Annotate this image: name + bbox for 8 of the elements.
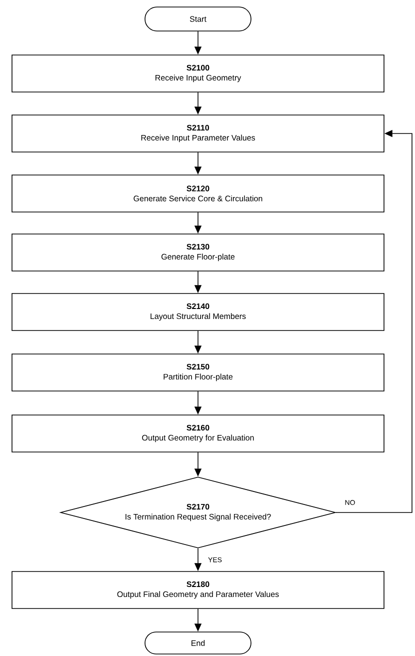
process-box: S2160 Output Geometry for Evaluation (12, 414, 384, 452)
process-box: S2130 Generate Floor-plate (12, 234, 384, 272)
process-box: S2110 Receive Input Parameter Values (12, 114, 384, 152)
process-box: S2100 Receive Input Geometry (12, 54, 384, 92)
process-box: S2180 Output Final Geometry and Parameter Values (12, 571, 384, 609)
process-box: S2150 Partition Floor-plate (12, 354, 384, 392)
process-box: S2120 Generate Service Core & Circulation (12, 174, 384, 212)
process-box: S2140 Layout Structural Members (12, 293, 384, 331)
